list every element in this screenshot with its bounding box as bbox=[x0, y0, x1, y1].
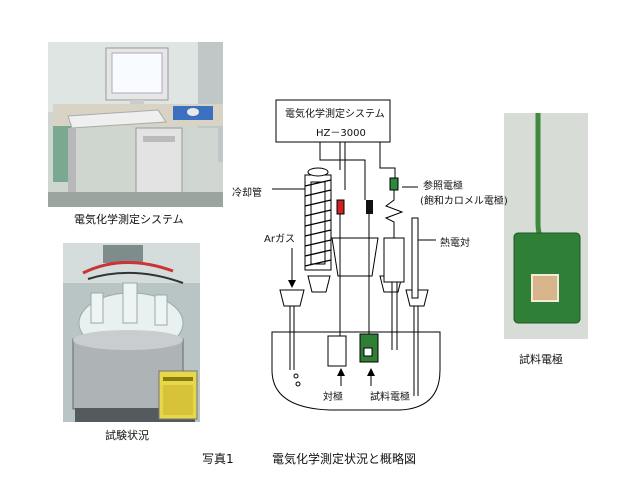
test-situation-image bbox=[63, 243, 200, 422]
ar-gas-label: Arガス bbox=[264, 234, 295, 245]
test-situation-photo bbox=[63, 243, 200, 422]
figure-title: 電気化学測定状況と概略図 bbox=[272, 452, 417, 466]
system-box-line2: HZ－3000 bbox=[316, 128, 366, 139]
measurement-system-caption: 電気化学測定システム bbox=[74, 213, 184, 226]
measurement-system-photo bbox=[48, 42, 223, 207]
sample-electrode-image bbox=[504, 113, 588, 339]
test-situation-caption: 試験状況 bbox=[105, 429, 149, 442]
system-box bbox=[275, 99, 391, 143]
system-box-line1: 電気化学測定システム bbox=[285, 109, 385, 120]
counter-electrode-label: 対極 bbox=[323, 392, 343, 403]
sample-electrode-photo bbox=[504, 113, 588, 339]
cooling-tube-label: 冷却管 bbox=[232, 188, 262, 199]
sample-electrode-label: 試料電極 bbox=[370, 392, 410, 403]
figure-number: 写真1 bbox=[202, 452, 234, 466]
reference-electrode-sublabel: (飽和カロメル電極) bbox=[420, 196, 508, 207]
sample-electrode-caption: 試料電極 bbox=[519, 353, 563, 366]
thermocouple-label: 熱電対 bbox=[440, 238, 470, 249]
measurement-system-image bbox=[48, 42, 223, 207]
reference-electrode-label: 参照電極 bbox=[423, 181, 463, 192]
